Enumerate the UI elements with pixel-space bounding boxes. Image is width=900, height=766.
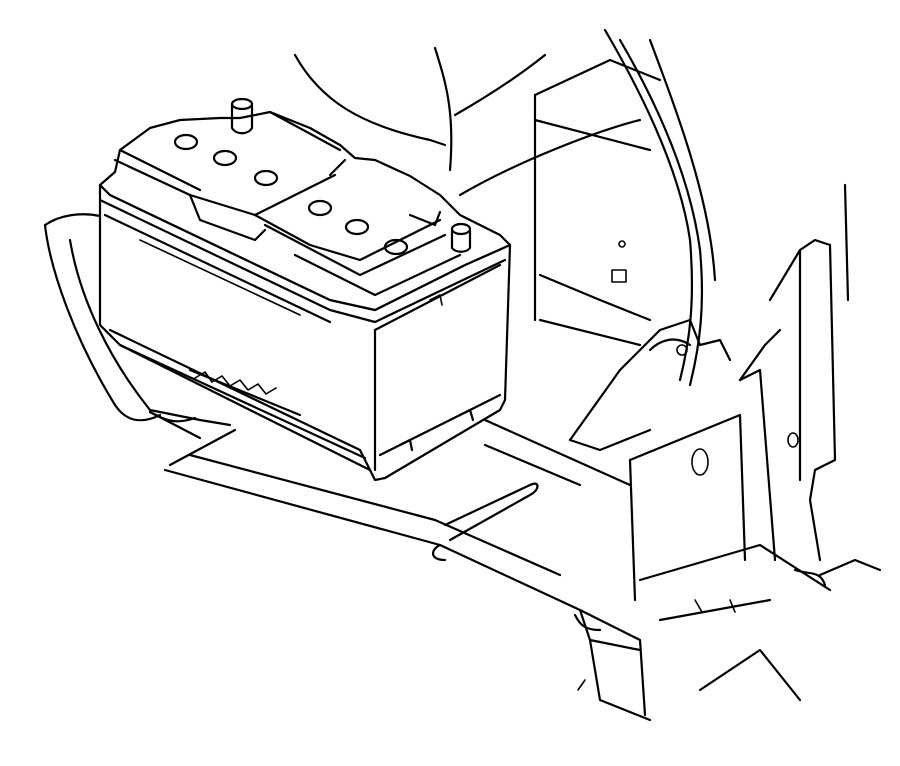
vehicle-body-panel (163, 28, 882, 722)
leader-line (148, 410, 202, 440)
battery-tray (43, 213, 237, 467)
battery (98, 97, 512, 482)
